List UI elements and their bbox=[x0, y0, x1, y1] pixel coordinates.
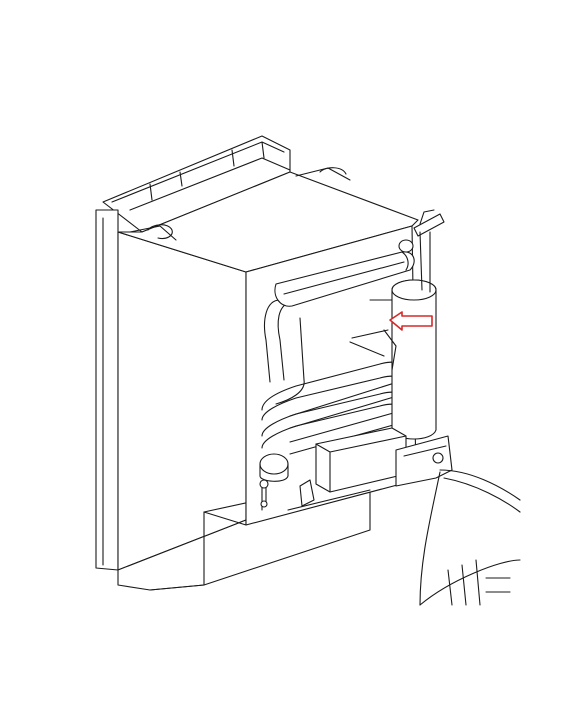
flue-duct bbox=[419, 469, 521, 606]
absorber-tank bbox=[391, 231, 437, 440]
condenser-fins bbox=[274, 251, 415, 307]
burner-assembly bbox=[259, 427, 453, 511]
boiler-housing bbox=[349, 299, 397, 371]
pointer-arrow bbox=[389, 311, 433, 331]
